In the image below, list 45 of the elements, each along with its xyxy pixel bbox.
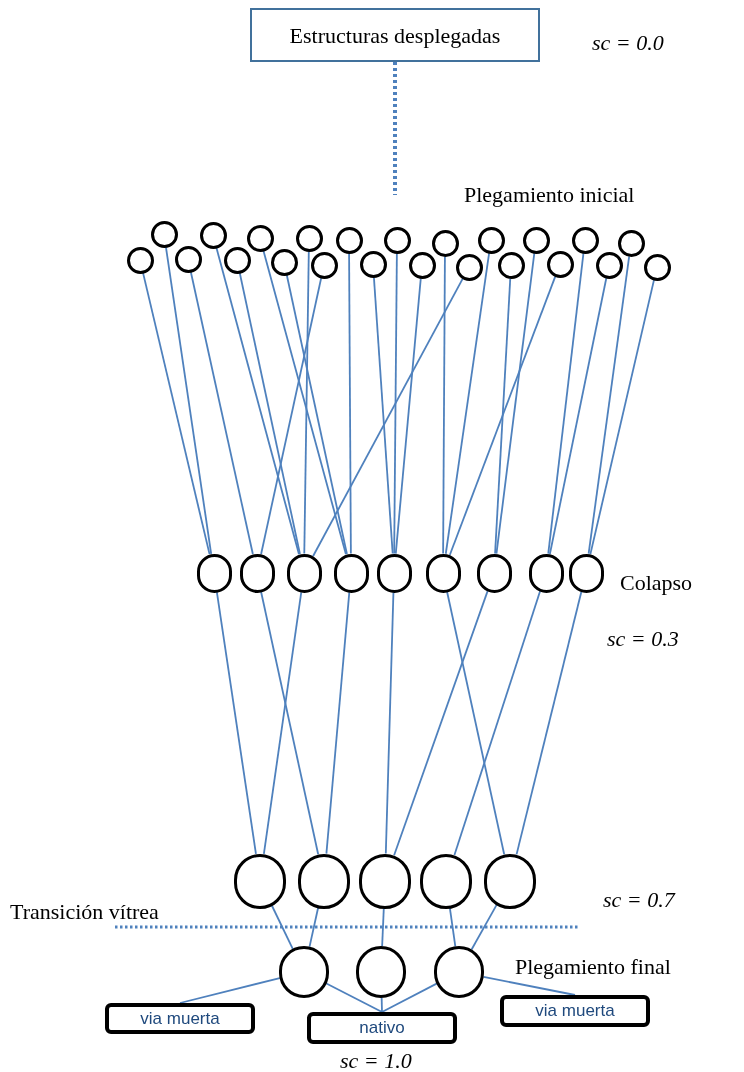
connector-line — [373, 276, 394, 555]
connector-line — [165, 246, 213, 555]
connector-line — [179, 977, 281, 1004]
title-box: Estructuras desplegadas — [250, 8, 540, 62]
outcome-box: nativo — [307, 1012, 457, 1044]
connector-line — [446, 591, 506, 856]
connector-line — [589, 279, 655, 555]
connector-line — [494, 277, 512, 555]
connector-line — [482, 975, 576, 996]
connector-line — [449, 907, 457, 948]
connector-line — [549, 277, 608, 555]
connector-line — [384, 591, 395, 855]
connector-line — [190, 271, 254, 555]
stage-label: Colapso — [620, 569, 693, 597]
stage-label: Transición vítrea — [10, 898, 159, 926]
connector-line — [215, 247, 300, 556]
connector-line — [303, 250, 310, 555]
connector-line — [444, 252, 490, 555]
connector-line — [442, 255, 446, 555]
connector-line — [393, 252, 398, 555]
connector-line — [142, 272, 211, 556]
connector-line — [260, 277, 323, 555]
outcome-box: via muerta — [105, 1003, 255, 1034]
connector-line — [215, 591, 257, 855]
dotted-connector-line — [393, 62, 397, 195]
connector-line — [325, 591, 351, 855]
scale-label: sc = 0.7 — [603, 886, 675, 914]
connector-line — [380, 997, 383, 1013]
connector-line — [238, 272, 301, 555]
connector-line — [495, 252, 536, 555]
scale-label: sc = 0.0 — [592, 29, 664, 57]
scale-label: sc = 1.0 — [340, 1047, 412, 1072]
scale-label: sc = 0.3 — [607, 625, 679, 653]
outcome-box: via muerta — [500, 995, 650, 1027]
connector-line — [381, 907, 385, 947]
connector-line — [260, 591, 320, 856]
connector-line — [262, 250, 347, 556]
connector-line — [285, 274, 348, 555]
connector-line — [348, 252, 352, 555]
connector-line — [587, 255, 631, 555]
connector-line — [263, 591, 303, 855]
connector-line — [394, 277, 422, 555]
stage-label: Plegamiento final — [515, 953, 671, 981]
stage-label: Plegamiento inicial — [464, 181, 635, 209]
connector-line — [547, 252, 585, 555]
